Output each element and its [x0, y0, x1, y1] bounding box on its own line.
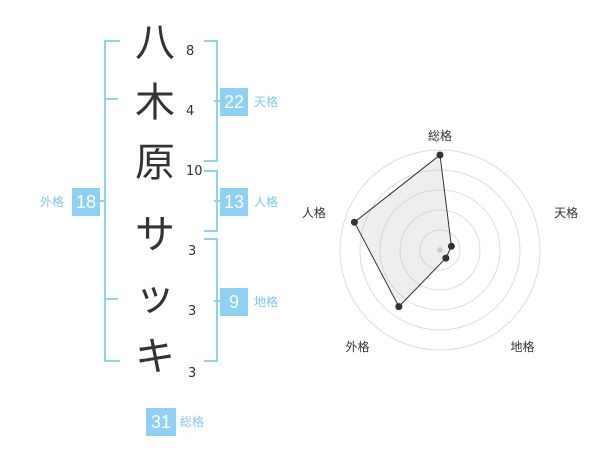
- radar-axis-label-2: 天格: [554, 205, 578, 220]
- gaikaku-tick-2: [104, 298, 118, 300]
- stroke-count-1: 8: [186, 44, 195, 59]
- radar-axis-label-3: 地格: [511, 339, 535, 354]
- chikaku-badge: 9: [220, 288, 248, 316]
- stroke-count-4: 3: [188, 244, 197, 259]
- name-char-1: 八: [135, 20, 175, 66]
- gaikaku-label: 外格: [40, 195, 65, 209]
- name-char-2: 木: [135, 80, 175, 126]
- radar-center-dot: [437, 247, 443, 253]
- radar-series-polygon: [353, 154, 452, 308]
- radar-point-4: [395, 303, 403, 311]
- name-char-5: ッ: [135, 274, 175, 320]
- stroke-count-5: 3: [188, 304, 197, 319]
- radar-point-5: [350, 218, 358, 226]
- name-char-3: 原: [135, 140, 175, 186]
- radar-point-3: [442, 254, 450, 262]
- stroke-count-2: 4: [186, 104, 195, 119]
- chikaku-label: 地格: [254, 295, 279, 309]
- tenkaku-connector: [214, 100, 222, 102]
- jinkaku-connector: [214, 200, 222, 202]
- tenkaku-label: 天格: [254, 95, 279, 109]
- radar-point-2: [447, 242, 455, 250]
- radar-point-1: [436, 151, 444, 159]
- stroke-count-3: 10: [186, 164, 203, 179]
- gaikaku-tick-1: [104, 98, 118, 100]
- radar-axis-label-4: 外格: [345, 339, 369, 354]
- soukaku-badge: 31: [146, 408, 176, 436]
- soukaku-label: 総格: [180, 415, 205, 429]
- jinkaku-label: 人格: [254, 195, 279, 209]
- radar-axis-label-5: 人格: [302, 205, 326, 220]
- jinkaku-badge: 13: [220, 188, 248, 216]
- stroke-count-6: 3: [188, 366, 197, 381]
- gaikaku-badge: 18: [72, 188, 100, 216]
- name-char-6: キ: [135, 334, 175, 380]
- name-char-4: サ: [135, 212, 175, 258]
- chikaku-connector: [214, 300, 222, 302]
- tenkaku-badge: 22: [220, 88, 248, 116]
- gaikaku-connector: [100, 200, 106, 202]
- radar-axis-label-1: 総格: [428, 128, 452, 143]
